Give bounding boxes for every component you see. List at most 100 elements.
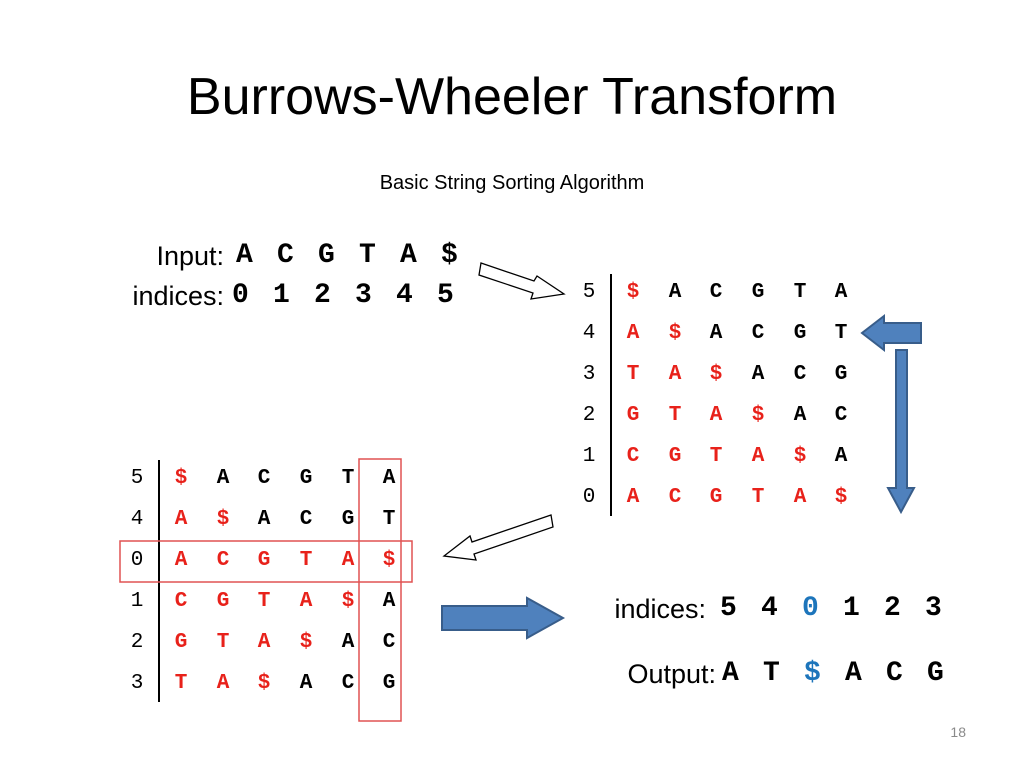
- matrix-char: G: [668, 445, 682, 468]
- row-index: 5: [582, 281, 596, 304]
- input-index: 0: [232, 280, 249, 311]
- matrix-char: $: [834, 486, 848, 509]
- result-index: 2: [884, 593, 901, 624]
- input-index: 5: [437, 280, 454, 311]
- matrix-char: C: [751, 322, 765, 345]
- slide-subtitle: Basic String Sorting Algorithm: [379, 172, 645, 194]
- matrix-char: T: [668, 404, 682, 427]
- matrix-char: T: [834, 322, 848, 345]
- matrix-char: G: [257, 549, 271, 572]
- matrix-char: A: [341, 549, 355, 572]
- matrix-char: A: [382, 590, 396, 613]
- matrix-char: A: [709, 404, 723, 427]
- output-char: C: [886, 658, 903, 689]
- page-number: 18: [950, 724, 966, 740]
- row-index: 1: [582, 445, 596, 468]
- input-char: A: [400, 240, 417, 271]
- matrix-char: A: [834, 445, 848, 468]
- block-arrow-right: [441, 596, 566, 640]
- input-indices-label: indices:: [132, 281, 224, 311]
- matrix-char: C: [216, 549, 230, 572]
- matrix-char: T: [257, 590, 271, 613]
- matrix-char: A: [709, 322, 723, 345]
- output-char: A: [722, 658, 739, 689]
- matrix-char: $: [793, 445, 807, 468]
- matrix-char: A: [793, 486, 807, 509]
- matrix-char: $: [382, 549, 396, 572]
- output-char: A: [845, 658, 862, 689]
- row-index: 2: [582, 404, 596, 427]
- matrix-char: A: [626, 322, 640, 345]
- block-arrow-left: [860, 313, 922, 353]
- result-index: 3: [925, 593, 942, 624]
- matrix-char: A: [299, 590, 313, 613]
- matrix-char: A: [668, 281, 682, 304]
- matrix-char: C: [174, 590, 188, 613]
- matrix-char: G: [793, 322, 807, 345]
- hollow-arrow-right: [478, 262, 566, 300]
- matrix-char: A: [382, 467, 396, 490]
- index-divider: [158, 460, 160, 702]
- matrix-char: T: [341, 467, 355, 490]
- row-index: 3: [582, 363, 596, 386]
- matrix-char: G: [751, 281, 765, 304]
- matrix-char: $: [668, 322, 682, 345]
- matrix-char: G: [382, 672, 396, 695]
- matrix-char: $: [257, 672, 271, 695]
- matrix-char: C: [257, 467, 271, 490]
- matrix-char: A: [341, 631, 355, 654]
- matrix-char: A: [257, 631, 271, 654]
- matrix-char: $: [341, 590, 355, 613]
- matrix-char: G: [299, 467, 313, 490]
- matrix-char: $: [709, 363, 723, 386]
- original-row-box: [119, 540, 413, 583]
- matrix-char: G: [174, 631, 188, 654]
- row-index: 3: [130, 672, 144, 695]
- matrix-char: $: [174, 467, 188, 490]
- row-index: 0: [582, 486, 596, 509]
- row-index: 0: [130, 549, 144, 572]
- matrix-char: A: [668, 363, 682, 386]
- output-label: Output:: [627, 659, 716, 689]
- matrix-char: C: [626, 445, 640, 468]
- matrix-char: T: [299, 549, 313, 572]
- result-index: 4: [761, 593, 778, 624]
- input-char: T: [359, 240, 376, 271]
- matrix-char: C: [341, 672, 355, 695]
- input-char: G: [318, 240, 335, 271]
- output-char: T: [763, 658, 780, 689]
- row-index: 1: [130, 590, 144, 613]
- row-index: 4: [130, 508, 144, 531]
- matrix-char: C: [834, 404, 848, 427]
- matrix-char: T: [626, 363, 640, 386]
- matrix-char: A: [174, 508, 188, 531]
- slide-title: Burrows-Wheeler Transform: [186, 68, 838, 126]
- matrix-char: A: [257, 508, 271, 531]
- matrix-char: $: [751, 404, 765, 427]
- matrix-char: $: [626, 281, 640, 304]
- input-label: Input:: [156, 241, 224, 271]
- matrix-char: A: [299, 672, 313, 695]
- matrix-char: C: [382, 631, 396, 654]
- matrix-char: A: [751, 445, 765, 468]
- matrix-char: A: [216, 672, 230, 695]
- row-index: 4: [582, 322, 596, 345]
- matrix-char: G: [341, 508, 355, 531]
- matrix-char: T: [382, 508, 396, 531]
- row-index: 5: [130, 467, 144, 490]
- last-column-box: [358, 458, 402, 722]
- matrix-char: T: [751, 486, 765, 509]
- matrix-char: C: [793, 363, 807, 386]
- output-char: $: [804, 658, 821, 689]
- index-divider: [610, 274, 612, 516]
- result-index: 0: [802, 593, 819, 624]
- row-index: 2: [130, 631, 144, 654]
- matrix-char: A: [174, 549, 188, 572]
- input-char: A: [236, 240, 253, 271]
